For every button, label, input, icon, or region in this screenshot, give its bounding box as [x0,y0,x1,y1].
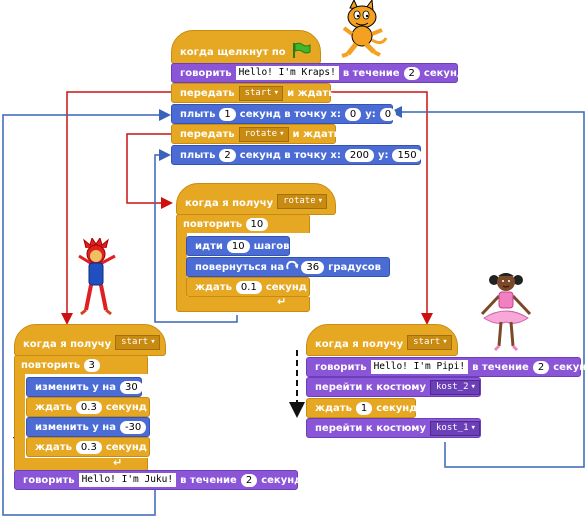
move-steps-block[interactable]: идти 10 шагов [186,236,290,256]
glide-block[interactable]: плыть 2 секунд в точку x: 200 y: 150 [171,145,422,165]
wait-secs-input[interactable]: 0.1 [235,280,262,294]
glide-x-input[interactable]: 0 [344,107,362,121]
green-flag-icon [292,42,311,58]
say-for-secs-block[interactable]: говорить Hello! I'm Pipi! в течение 2 се… [306,357,587,377]
wait-secs-input[interactable]: 0.3 [75,400,102,414]
message-dropdown[interactable]: rotate▾ [238,126,289,142]
hat-when-i-receive[interactable]: когда я получу start▾ [14,324,166,356]
say-text-input[interactable]: Hello! I'm Pipi! [370,360,469,374]
glide-secs-input[interactable]: 1 [219,107,236,121]
say-for-secs-block[interactable]: говорить Hello! I'm Juku! в течение 2 се… [14,470,302,490]
say-for-secs-block[interactable]: говорить Hello! I'm Kraps! в течение 2 с… [171,63,465,83]
pipi-sprite [480,273,532,352]
say-text-input[interactable]: Hello! I'm Kraps! [235,66,339,80]
glide-block[interactable]: плыть 1 секунд в точку x: 0 y: 0 [171,104,397,124]
cat-sprite [341,0,388,58]
wait-secs-block[interactable]: ждать 0.3 секунд [26,397,150,417]
broadcast-and-wait-block[interactable]: передать rotate▾ и ждать [171,124,340,144]
rotate-clockwise-icon [286,261,299,270]
broadcast-and-wait-block[interactable]: передать start▾ и ждать [171,83,334,103]
red-arrow-to-pipi [330,91,433,325]
wait-secs-block[interactable]: ждать 0.1 секунд [186,277,310,297]
message-dropdown[interactable]: start▾ [407,335,452,350]
red-arrow-to-juku [61,91,172,325]
blue-return-juku [2,109,171,516]
message-dropdown[interactable]: rotate▾ [277,194,328,209]
wait-secs-block[interactable]: ждать 1 секунд [306,398,417,418]
change-y-block[interactable]: изменить y на -30 [26,417,150,437]
glide-y-input[interactable]: 150 [392,148,422,162]
change-y-input[interactable]: -30 [119,420,147,434]
wait-secs-input[interactable]: 1 [355,401,373,415]
wait-secs-block[interactable]: ждать 0.3 секунд [26,437,150,457]
blue-return-pipi [390,106,585,468]
secs-input[interactable]: 2 [240,473,258,487]
degrees-input[interactable]: 36 [301,260,325,274]
secs-input[interactable]: 2 [403,66,420,80]
costume-dropdown[interactable]: kost_2▾ [430,379,480,395]
hat-when-i-receive[interactable]: когда я получу start▾ [306,324,458,356]
secs-input[interactable]: 2 [532,360,550,374]
hat-label: когда щелкнут по [180,47,286,58]
loop-end-arrow-icon: ↵ [277,295,287,308]
hat-when-i-receive[interactable]: когда я получу rotate▾ [176,183,336,215]
hat-when-flag-clicked[interactable]: когда щелкнут по [171,30,321,64]
repeat-count-input[interactable]: 3 [83,359,100,372]
steps-input[interactable]: 10 [226,239,250,253]
switch-costume-block[interactable]: перейти к костюму kost_2▾ [306,377,481,397]
change-y-input[interactable]: 30 [119,380,143,394]
repeat-count-input[interactable]: 10 [245,218,269,231]
juku-sprite [78,238,116,316]
say-text-input[interactable]: Hello! I'm Juku! [78,473,177,487]
wait-secs-input[interactable]: 0.3 [75,440,102,454]
red-arrow-to-rotate [126,133,173,209]
loop-end-arrow-icon: ↵ [113,456,123,469]
glide-x-input[interactable]: 200 [344,148,374,162]
message-dropdown[interactable]: start▾ [238,85,284,101]
turn-degrees-block[interactable]: повернуться на 36 градусов [186,257,390,277]
blue-return-rotate [154,149,238,323]
change-y-block[interactable]: изменить y на 30 [26,377,143,397]
message-dropdown[interactable]: start▾ [115,335,160,350]
switch-costume-block[interactable]: перейти к костюму kost_1▾ [306,418,481,438]
glide-y-input[interactable]: 0 [379,107,397,121]
glide-secs-input[interactable]: 2 [219,148,236,162]
costume-dropdown[interactable]: kost_1▾ [430,420,480,436]
